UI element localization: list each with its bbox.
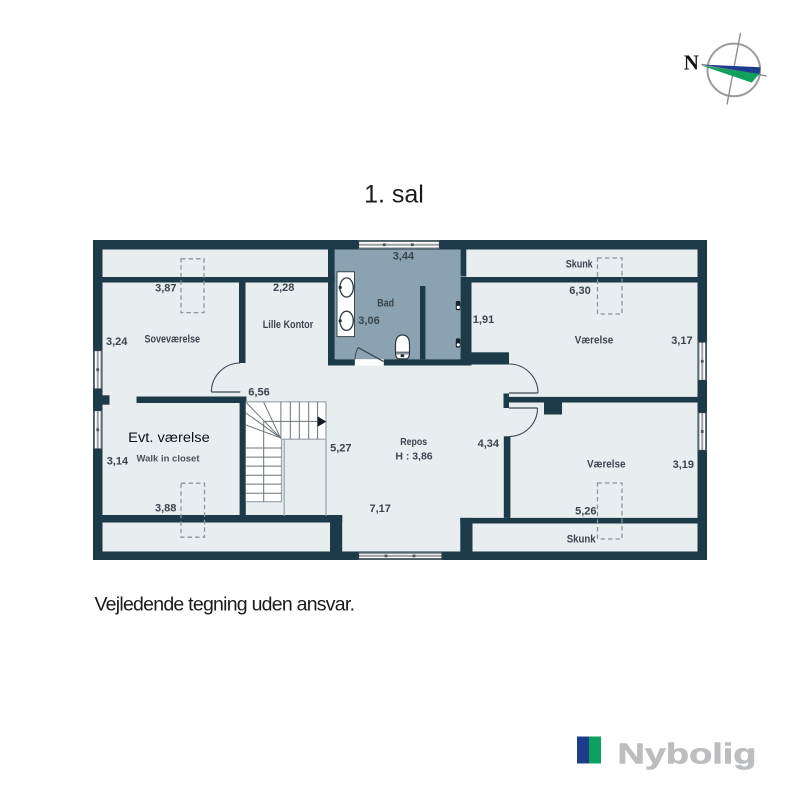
- svg-text:Nybolig: Nybolig: [618, 739, 757, 770]
- svg-text:3,06: 3,06: [358, 315, 379, 327]
- svg-text:Soveværelse: Soveværelse: [145, 334, 201, 346]
- svg-text:H : 3,86: H : 3,86: [395, 450, 432, 462]
- svg-text:N: N: [684, 51, 699, 75]
- svg-text:7,17: 7,17: [369, 503, 390, 515]
- svg-text:Værelse: Værelse: [575, 335, 614, 347]
- svg-text:1. sal: 1. sal: [364, 181, 424, 209]
- svg-text:Repos: Repos: [400, 436, 427, 448]
- svg-text:Walk in closet: Walk in closet: [137, 454, 201, 465]
- svg-text:Vejledende tegning uden ansvar: Vejledende tegning uden ansvar.: [95, 594, 355, 616]
- svg-text:Lille Kontor: Lille Kontor: [263, 319, 314, 331]
- svg-text:6,56: 6,56: [248, 386, 269, 398]
- svg-text:3,44: 3,44: [393, 251, 415, 263]
- svg-text:Skunk: Skunk: [566, 259, 594, 271]
- svg-text:1,91: 1,91: [473, 314, 494, 326]
- svg-text:3,88: 3,88: [155, 503, 176, 515]
- svg-text:3,24: 3,24: [106, 336, 128, 348]
- svg-text:5,27: 5,27: [330, 442, 351, 454]
- svg-text:Værelse: Værelse: [587, 458, 626, 470]
- svg-text:Skunk: Skunk: [567, 534, 597, 546]
- svg-text:3,19: 3,19: [673, 459, 694, 471]
- svg-text:4,34: 4,34: [478, 438, 500, 450]
- svg-text:3,17: 3,17: [671, 335, 692, 347]
- svg-text:2,28: 2,28: [273, 282, 294, 294]
- svg-text:6,30: 6,30: [569, 285, 590, 297]
- svg-text:Bad: Bad: [377, 297, 394, 309]
- svg-text:3,14: 3,14: [107, 456, 129, 468]
- svg-text:Evt. værelse: Evt. værelse: [128, 430, 210, 446]
- svg-text:3,87: 3,87: [155, 282, 176, 294]
- svg-text:5,26: 5,26: [575, 506, 596, 518]
